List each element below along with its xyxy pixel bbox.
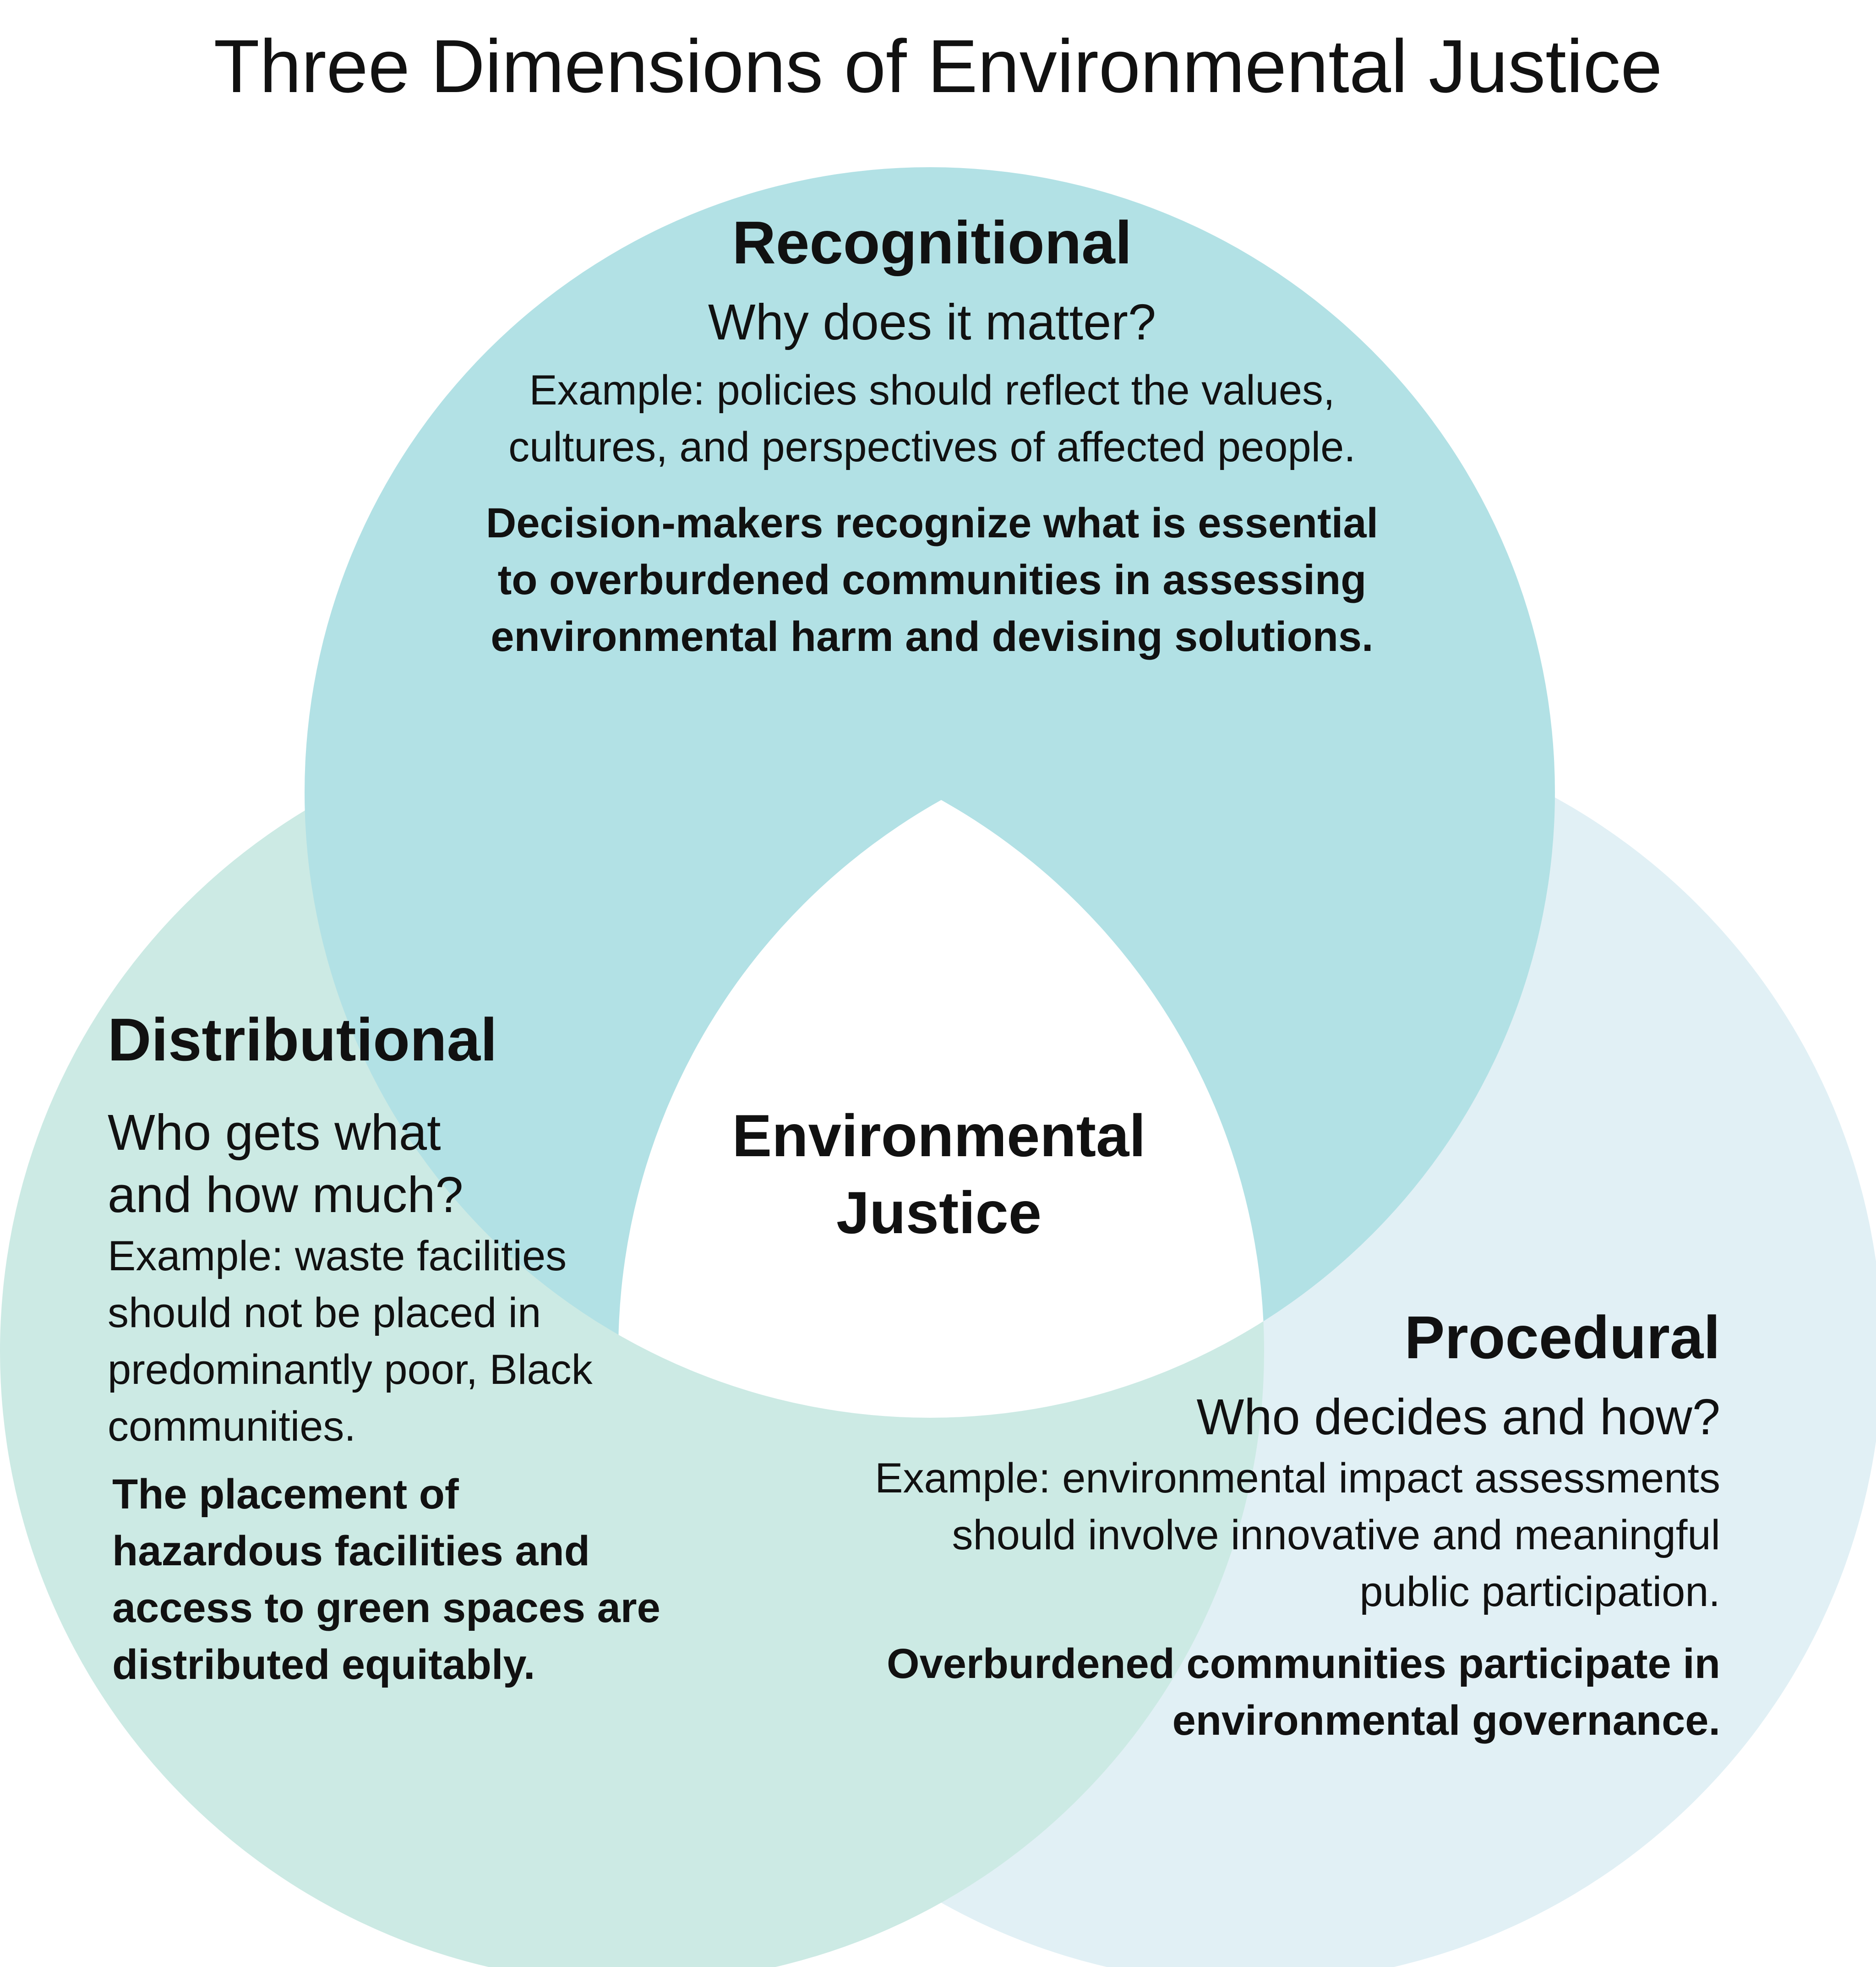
distributional-summary: The placement of hazardous facilities an… — [112, 1471, 660, 1688]
center-label: Environmental Justice — [732, 1102, 1146, 1246]
distributional-heading: Distributional — [108, 1006, 497, 1073]
procedural-summary: Overburdened communities participate in … — [887, 1640, 1720, 1744]
recognitional-summary: Decision-makers recognize what is essent… — [485, 500, 1379, 660]
procedural-heading: Procedural — [1404, 1304, 1720, 1371]
procedural-question: Who decides and how? — [1196, 1389, 1720, 1445]
recognitional-question: Why does it matter? — [708, 294, 1156, 350]
recognitional-heading: Recognitional — [732, 209, 1132, 276]
distributional-example: Example: waste facilities should not be … — [108, 1233, 593, 1450]
diagram-title: Three Dimensions of Environmental Justic… — [213, 24, 1663, 108]
distributional-question: Who gets what and how much? — [108, 1104, 464, 1223]
recognitional-circle — [305, 167, 1555, 1418]
recognitional-example: Example: policies should reflect the val… — [508, 367, 1356, 470]
procedural-example: Example: environmental impact assessment… — [875, 1455, 1720, 1615]
